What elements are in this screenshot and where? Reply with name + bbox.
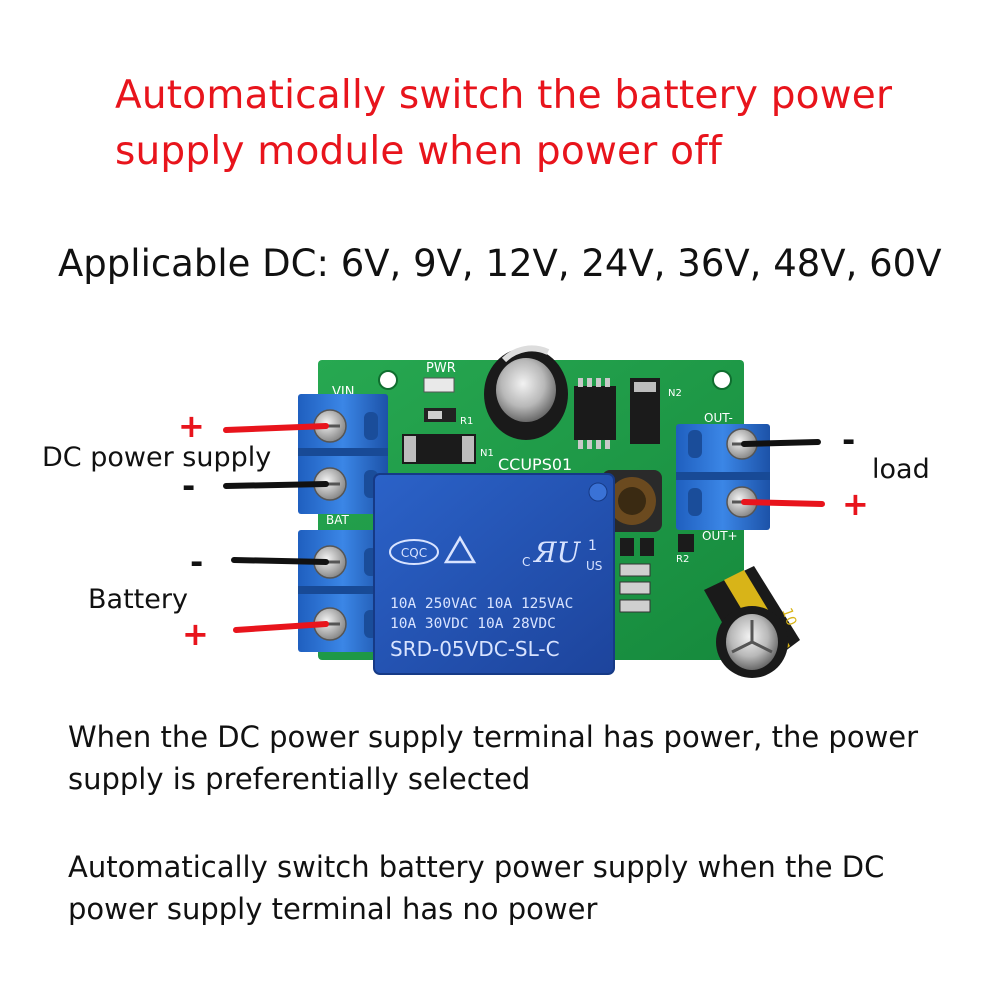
pcb-label-r2: R2: [676, 554, 689, 565]
bat-plus-wire: [233, 621, 329, 633]
pcb-label-model: CCUPS01: [498, 455, 572, 474]
battery-plus-sign: +: [182, 615, 209, 653]
headline-line-2: supply module when power off: [115, 129, 722, 174]
bottom-capacitor: 10: [704, 566, 800, 678]
pcb-label-pwr: PWR: [426, 361, 456, 376]
headline-line-1: Automatically switch the battery power: [115, 73, 893, 118]
description-powered-line-1: When the DC power supply terminal has po…: [68, 720, 919, 754]
dc-power-supply-label: DC power supply: [42, 442, 272, 473]
load-terminal-block: [676, 424, 770, 530]
ic-chip: [574, 378, 616, 449]
dc-minus-sign: -: [182, 467, 196, 505]
relay-one-mark: 1: [588, 538, 597, 554]
dc-plus-sign: +: [178, 407, 205, 445]
pcb-label-out-minus: OUT-: [704, 411, 733, 425]
description-powered-line-2: supply is preferentially selected: [68, 762, 531, 796]
description-unpowered: Automatically switch battery power suppl…: [68, 846, 978, 930]
pcb-label-out-plus: OUT+: [702, 529, 738, 543]
module-illustration: VIN PWR R1 N1 N2 CCUPS01 OUT- OUT+ BAT R…: [223, 345, 825, 678]
pcb-label-n1: N1: [480, 448, 494, 459]
top-capacitor: [484, 345, 568, 440]
capacitor-marking: 10: [778, 606, 799, 628]
load-label: load: [872, 454, 930, 485]
pcb-label-n2: N2: [668, 388, 682, 399]
bat-minus-wire: [231, 557, 329, 565]
relay-model: SRD-05VDC-SL-C: [390, 637, 560, 661]
relay-rating-line-2: 10A 30VDC 10A 28VDC: [390, 616, 556, 632]
pcb-label-r1: R1: [460, 416, 473, 427]
dc-minus-wire: [223, 481, 329, 489]
relay-rating-line-1: 10A 250VAC 10A 125VAC: [390, 596, 573, 612]
load-minus-wire: [741, 439, 821, 447]
wires: [223, 423, 825, 633]
svg-text:ЯU: ЯU: [532, 536, 582, 569]
load-minus-sign: -: [842, 421, 856, 459]
pcb-label-bat: BAT: [326, 513, 350, 527]
load-plus-sign: +: [842, 485, 869, 523]
load-plus-wire: [741, 499, 825, 507]
dc-plus-wire: [223, 423, 329, 433]
relay-c-mark: C: [522, 555, 530, 569]
relay-cqc-mark: CQC: [401, 546, 427, 560]
description-powered: When the DC power supply terminal has po…: [68, 716, 978, 800]
description-unpowered-line-2: power supply terminal has no power: [68, 892, 598, 926]
battery-minus-sign: -: [190, 543, 204, 581]
applicable-voltages: Applicable DC: 6V, 9V, 12V, 24V, 36V, 48…: [58, 242, 942, 285]
relay-us-mark: US: [586, 559, 602, 573]
battery-label: Battery: [88, 584, 188, 615]
headline: Automatically switch the battery power s…: [115, 68, 975, 180]
description-unpowered-line-1: Automatically switch battery power suppl…: [68, 850, 885, 884]
module-photo: VIN PWR R1 N1 N2 CCUPS01 OUT- OUT+ BAT R…: [0, 330, 1000, 710]
inductor: [602, 470, 662, 532]
relay: CQC C ЯU 1 US 10A 250VAC 10A 125VAC 10A …: [373, 473, 615, 675]
